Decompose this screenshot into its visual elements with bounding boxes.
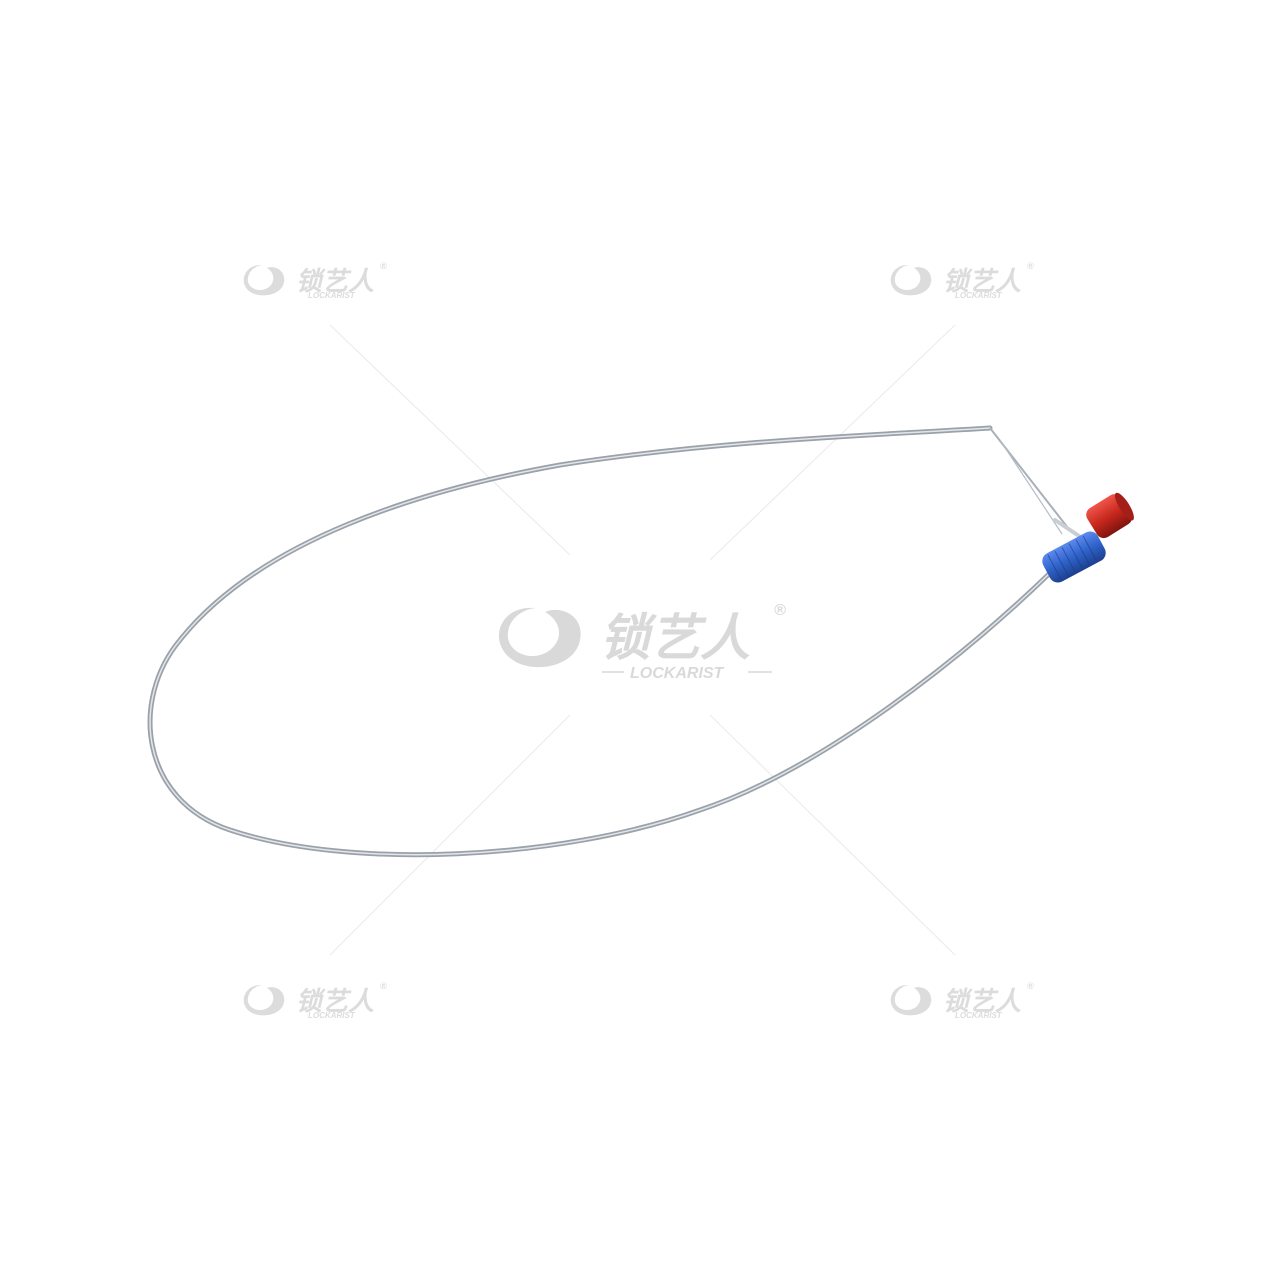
logo-swirl-icon	[498, 607, 581, 668]
watermark-brand-en: LOCKARIST	[308, 1011, 356, 1020]
watermark-bottom-right: 锁艺人 ® LOCKARIST	[890, 981, 1034, 1020]
watermark-brand-en: LOCKARIST	[630, 665, 725, 682]
watermark-center: 锁艺人 ® LOCKARIST	[498, 602, 786, 682]
wire-tip-inner	[999, 439, 1063, 535]
watermark-brand-en: LOCKARIST	[955, 1011, 1003, 1020]
registered-mark-icon: ®	[774, 602, 786, 619]
watermark-brand-cn: 锁艺人	[600, 610, 750, 666]
red-cap	[1086, 492, 1134, 539]
watermark-top-left: 锁艺人 ® LOCKARIST	[243, 261, 387, 300]
watermark-cross-lines	[329, 324, 956, 956]
watermark-brand-cn: 锁艺人	[943, 986, 1021, 1016]
wire-loop-highlight	[149, 427, 1051, 856]
registered-mark-icon: ®	[380, 261, 387, 271]
watermark-line	[709, 714, 956, 956]
watermark-brand-cn: 锁艺人	[943, 266, 1021, 296]
watermark-brand-cn: 锁艺人	[296, 266, 374, 296]
blue-handle	[1042, 531, 1106, 583]
registered-mark-icon: ®	[380, 981, 387, 991]
blue-handle-body	[1042, 531, 1106, 583]
watermark-brand-en: LOCKARIST	[308, 291, 356, 300]
wire-connector	[1053, 518, 1084, 540]
registered-mark-icon: ®	[1027, 981, 1034, 991]
wire-tool	[147, 425, 1134, 858]
watermark-line	[709, 324, 956, 561]
watermark-top-right: 锁艺人 ® LOCKARIST	[890, 261, 1034, 300]
watermark-bottom-left: 锁艺人 ® LOCKARIST	[243, 981, 387, 1020]
registered-mark-icon: ®	[1027, 261, 1034, 271]
watermark-brand-en: LOCKARIST	[955, 291, 1003, 300]
watermark-line	[329, 324, 571, 556]
watermark-brand-cn: 锁艺人	[296, 986, 374, 1016]
watermark-line	[329, 714, 571, 956]
